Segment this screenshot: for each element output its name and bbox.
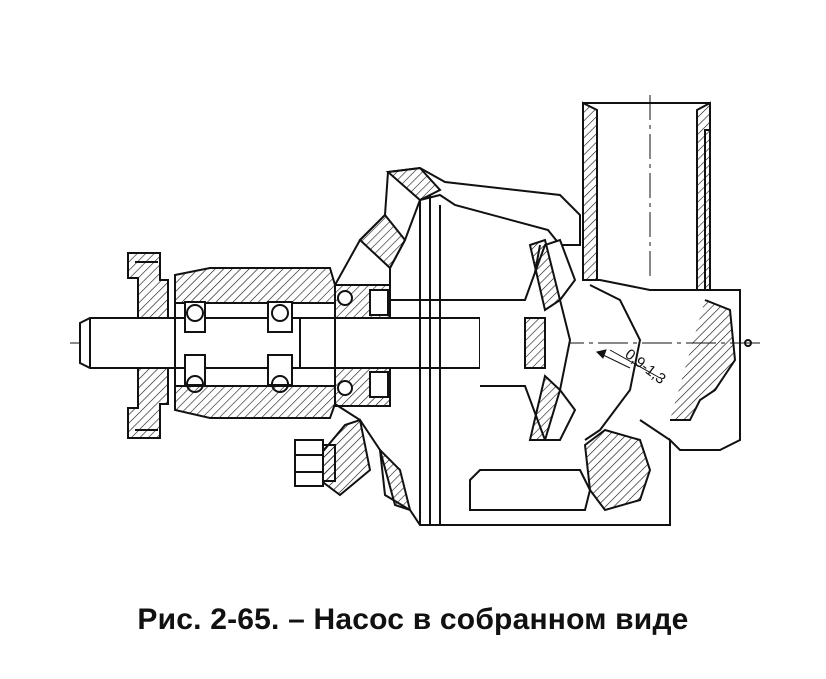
figure-caption: Рис. 2-65. – Насос в собранном виде [137, 603, 689, 636]
pump-shaft [79, 317, 521, 369]
bearing-housing [174, 267, 336, 419]
pump-assembly-drawing: 0,9-1,3 [70, 95, 760, 526]
impeller [480, 238, 577, 441]
clearance-dimension [596, 349, 661, 379]
mounting-bolt [294, 439, 336, 487]
volute-casing [469, 284, 752, 525]
outlet-pipe [582, 95, 711, 291]
ball-bearing-right [267, 301, 293, 393]
ball-bearing-left [184, 301, 206, 393]
mechanical-seal [334, 284, 391, 407]
